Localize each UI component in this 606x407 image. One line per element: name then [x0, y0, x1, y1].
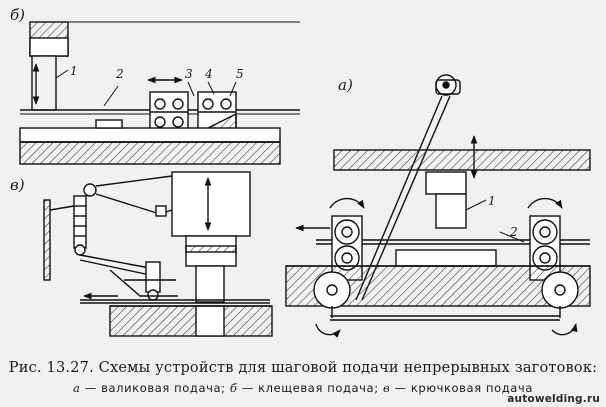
figure-illustration: б) 1 2 3 4 5 в): [10, 6, 591, 338]
legend-key-a: а: [73, 381, 81, 395]
callout-b-4: 4: [204, 67, 213, 81]
callout-b-3: 3: [185, 67, 193, 81]
legend-text-b: — клещевая подача;: [241, 381, 379, 395]
watermark: autowelding.ru: [507, 393, 600, 405]
callout-a-2: 2: [509, 225, 518, 239]
caption-legend: а — валиковая подача; б — клещевая подач…: [0, 381, 606, 395]
callout-b-1: 1: [70, 64, 78, 78]
panel-a-label: а): [338, 76, 353, 94]
callout-a-1: 1: [488, 194, 496, 208]
panel-b-clamp-feed-diagram: б) 1 2 3 4 5: [10, 6, 300, 165]
panel-c-hook-feed-diagram: в): [10, 171, 273, 337]
callout-b-5: 5: [236, 67, 244, 81]
panel-a-roller-feed-diagram: а): [285, 74, 591, 338]
legend-text-c: — крючковая подача: [394, 381, 533, 395]
callout-b-2: 2: [115, 67, 124, 81]
legend-key-c: в: [382, 381, 391, 395]
legend-key-b: б: [229, 381, 238, 395]
panel-b-label: б): [10, 6, 25, 24]
panel-c-label: в): [10, 176, 25, 194]
caption-title: Рис. 13.27. Схемы устройств для шаговой …: [8, 360, 598, 376]
legend-text-a: — валиковая подача;: [84, 381, 226, 395]
